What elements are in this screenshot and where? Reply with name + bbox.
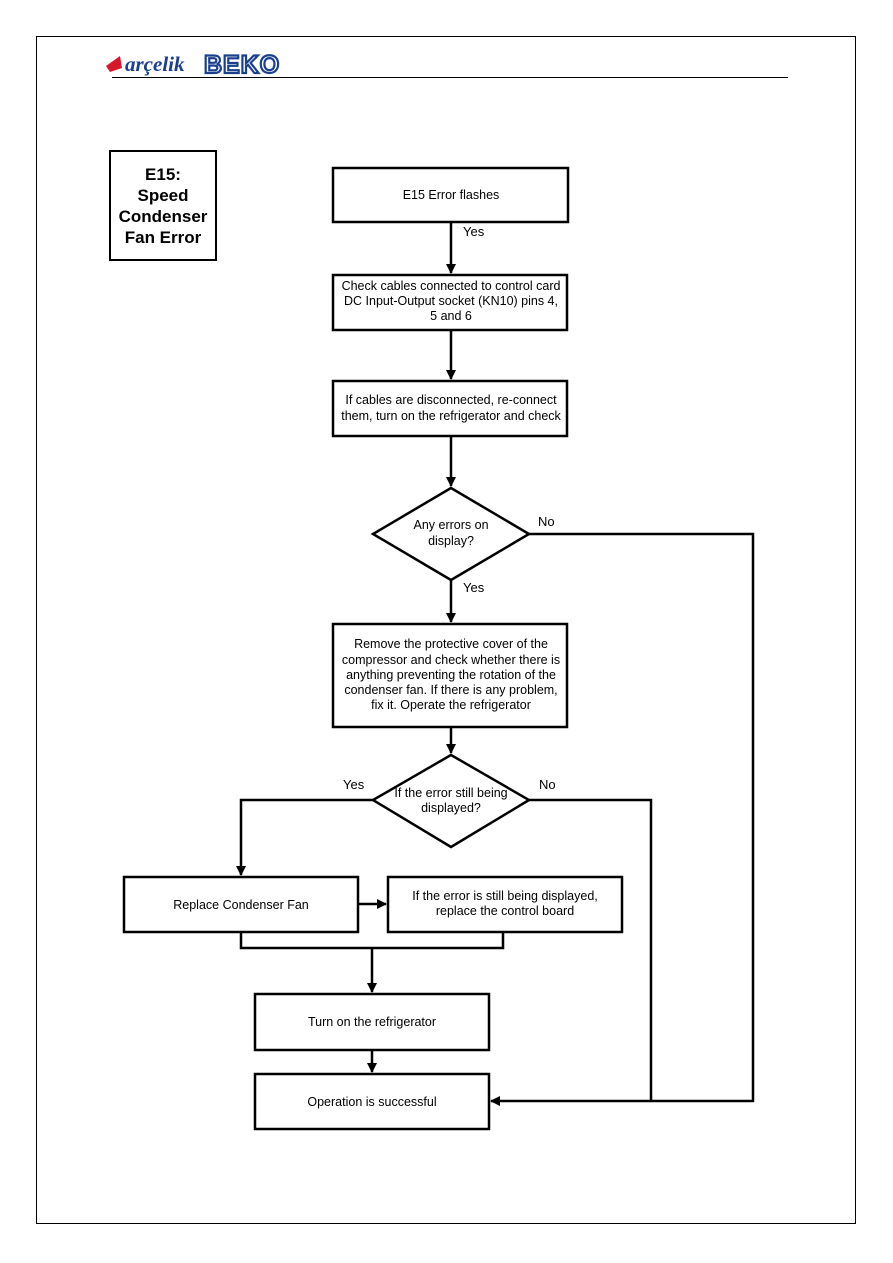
node-turn-on bbox=[253, 992, 491, 1052]
check-cables-line-1: Check cables connected to control card bbox=[342, 279, 561, 293]
remove-cover-line-2: compressor and check whether there is bbox=[342, 653, 560, 667]
title-line-2: Speed bbox=[137, 185, 189, 205]
edge-still-yes bbox=[236, 798, 373, 876]
arcelik-beko-logo: arçelik BEKO bbox=[106, 52, 321, 78]
node-success bbox=[253, 1072, 491, 1131]
flowchart-edge-labels: Yes No Yes Yes No bbox=[343, 224, 556, 792]
node-remove-cover bbox=[331, 622, 569, 729]
node-still-displayed-decision bbox=[370, 753, 532, 849]
start-label: E15 Error flashes bbox=[403, 188, 500, 202]
edge-any-errors-no bbox=[490, 532, 755, 1106]
replace-board-line-2: replace the control board bbox=[436, 904, 574, 918]
remove-cover-line-5: fix it. Operate the refrigerator bbox=[371, 698, 531, 712]
title-line-4: Fan Error bbox=[124, 227, 202, 247]
any-errors-line-1: Any errors on bbox=[413, 518, 488, 532]
still-displayed-line-2: displayed? bbox=[421, 801, 481, 815]
node-reconnect bbox=[331, 379, 569, 438]
error-title-box: E15: Speed Condenser Fan Error bbox=[109, 150, 217, 261]
node-start bbox=[331, 166, 570, 224]
edge-label-still-yes: Yes bbox=[343, 777, 365, 792]
success-label: Operation is successful bbox=[307, 1095, 436, 1109]
remove-cover-line-3: anything preventing the rotation of the bbox=[346, 668, 556, 682]
title-line-3: Condenser bbox=[118, 206, 208, 226]
replace-board-line-1: If the error is still being displayed, bbox=[412, 889, 598, 903]
remove-cover-line-1: Remove the protective cover of the bbox=[354, 637, 548, 651]
brand-logo-graphic: arçelik BEKO bbox=[106, 52, 280, 78]
reconnect-line-2: them, turn on the refrigerator and check bbox=[341, 409, 561, 423]
logo-beko-text: BEKO bbox=[204, 52, 280, 78]
remove-cover-line-4: condenser fan. If there is any problem, bbox=[344, 683, 557, 697]
logo-arcelik-text: arçelik bbox=[125, 52, 185, 76]
edge-merge-bracket bbox=[239, 932, 505, 950]
page-frame bbox=[36, 36, 856, 1224]
check-cables-line-2: DC Input-Output socket (KN10) pins 4, bbox=[344, 294, 558, 308]
edge-label-start-yes: Yes bbox=[463, 224, 485, 239]
edge-label-any-errors-no: No bbox=[538, 514, 555, 529]
edge-label-any-errors-yes: Yes bbox=[463, 580, 485, 595]
edge-label-still-no: No bbox=[539, 777, 556, 792]
still-displayed-line-1: If the error still being bbox=[394, 786, 507, 800]
edge-still-no bbox=[529, 798, 653, 1101]
node-any-errors-decision bbox=[370, 486, 532, 582]
turn-on-label: Turn on the refrigerator bbox=[308, 1015, 436, 1029]
replace-fan-label: Replace Condenser Fan bbox=[173, 898, 309, 912]
flowchart-nodes bbox=[122, 166, 624, 1131]
node-check-cables bbox=[331, 273, 569, 332]
node-replace-board bbox=[386, 875, 624, 934]
title-line-1: E15: bbox=[145, 164, 181, 184]
header-rule bbox=[112, 77, 788, 78]
node-replace-fan bbox=[122, 875, 360, 934]
flowchart-node-labels: E15 Error flashes Check cables connected… bbox=[173, 188, 598, 1109]
any-errors-line-2: display? bbox=[428, 534, 474, 548]
check-cables-line-3: 5 and 6 bbox=[430, 309, 472, 323]
logo-red-mark-icon bbox=[106, 56, 122, 72]
reconnect-line-1: If cables are disconnected, re-connect bbox=[345, 393, 557, 407]
flowchart-edges bbox=[236, 222, 755, 1106]
